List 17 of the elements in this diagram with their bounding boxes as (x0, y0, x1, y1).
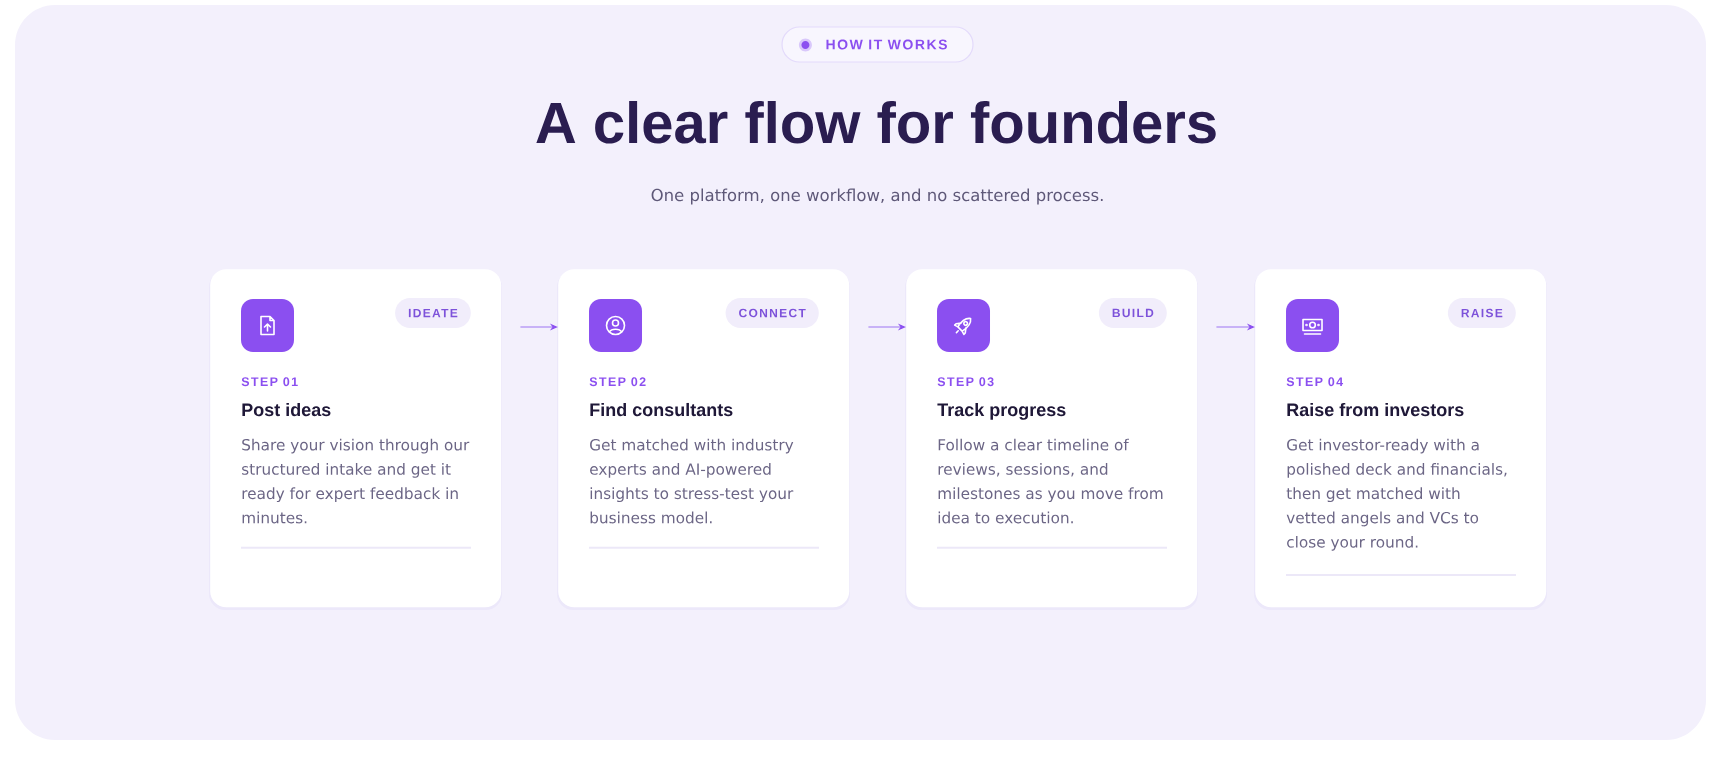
card-title: Track progress (937, 402, 1066, 420)
step-label: STEP 04 (1286, 377, 1344, 387)
step-label: STEP 01 (241, 377, 298, 387)
card-description: Get investor-ready with a polished deck and financials, then get matched with vetted angels and VCs to close your round. (1286, 438, 1507, 551)
card-description: Follow a clear timeline of reviews, sessions, and milestones as you move from idea to execution. (938, 438, 1163, 524)
step-label: STEP 02 (589, 377, 646, 387)
subheading: One platform, one workflow, and no scattered process. (651, 188, 1103, 205)
section-badge: HOW IT WORKS (781, 26, 974, 63)
category-tag: IDEATE (395, 298, 471, 328)
card-title: Find consultants (590, 402, 733, 417)
category-tag: CONNECT (725, 298, 819, 328)
heading: A clear flow for founders (536, 100, 1216, 144)
card-title: Post ideas (242, 402, 331, 417)
step-label: STEP 03 (937, 377, 994, 387)
card-description: Share your vision through our structured intake and get it ready for expert feedback in minutes. (242, 438, 470, 524)
card-title: Raise from investors (1287, 402, 1464, 417)
card-description: Get matched with industry experts and AI-powered insights to stress-test your business model. (590, 438, 794, 524)
